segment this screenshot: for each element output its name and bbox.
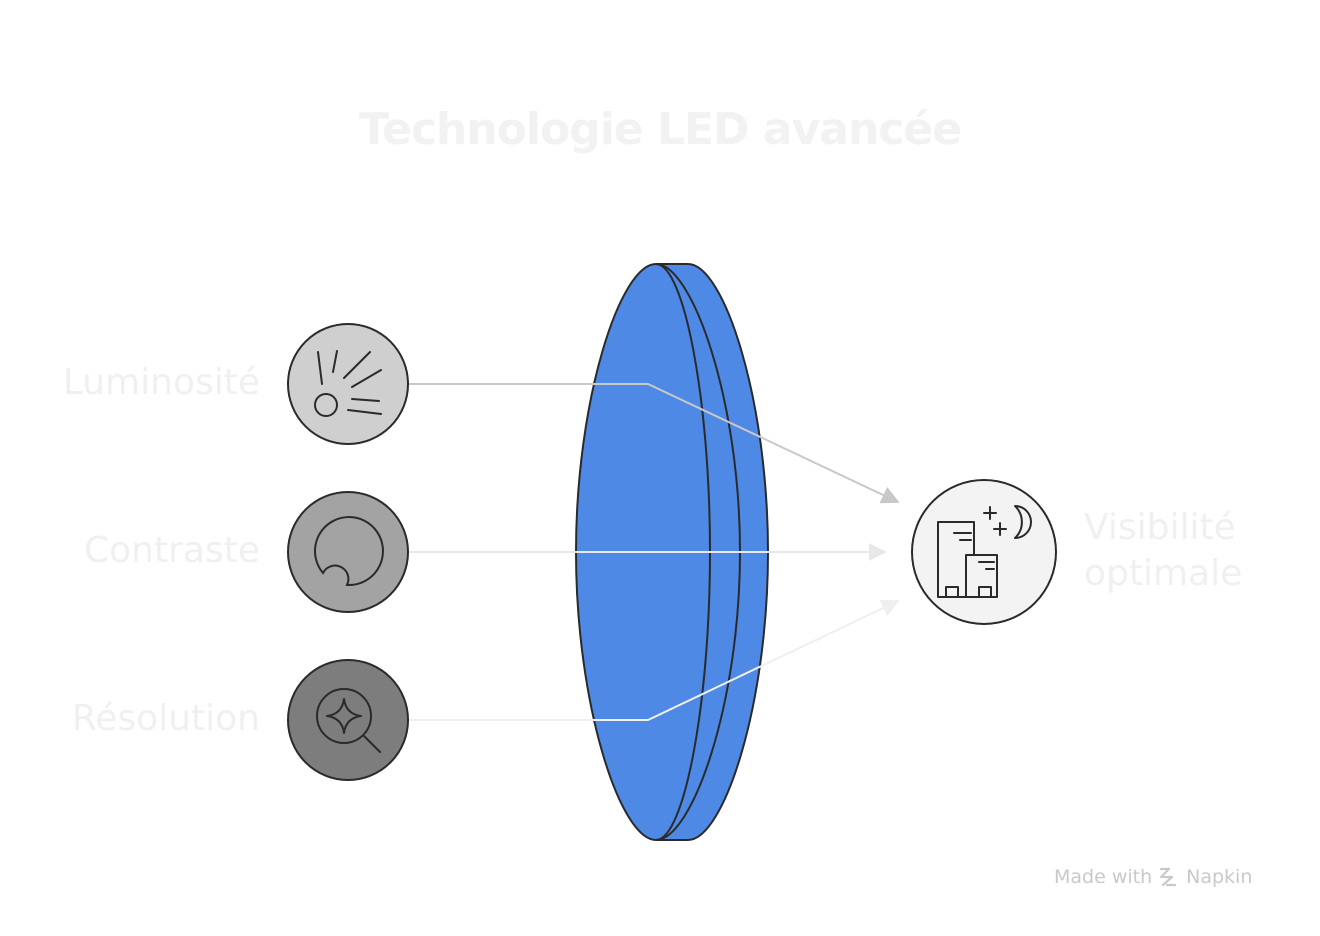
- sun-rays-icon: [314, 350, 382, 417]
- node-contraste: [287, 491, 409, 613]
- node-luminosite: [287, 323, 409, 445]
- output-node-circle: [911, 479, 1057, 625]
- watermark-brand: Napkin: [1186, 866, 1253, 888]
- label-luminosite: Luminosité: [62, 362, 260, 403]
- watermark-prefix: Made with: [1054, 866, 1153, 888]
- output-label-line2: optimale: [1084, 553, 1243, 594]
- connector-luminosite: [408, 383, 900, 504]
- node-luminosite-circle: [287, 323, 409, 445]
- napkin-logo-icon: [1160, 867, 1177, 887]
- label-visibilite-optimale: Visibilité optimale: [1084, 505, 1242, 597]
- connector-resolution: [408, 599, 900, 721]
- node-resolution: [287, 659, 409, 781]
- napkin-watermark: Made with Napkin: [1054, 866, 1252, 888]
- magnify-sparkle-icon: [316, 688, 381, 753]
- label-resolution: Résolution: [71, 698, 260, 739]
- output-label-line1: Visibilité: [1084, 507, 1236, 548]
- night-city-icon: [937, 505, 1032, 598]
- crescent-moon-icon: [313, 516, 384, 587]
- label-contraste: Contraste: [84, 530, 260, 571]
- diagram-title: Technologie LED avancée: [358, 104, 962, 155]
- node-resolution-circle: [287, 659, 409, 781]
- node-visibilite-optimale: [911, 479, 1057, 625]
- node-contraste-circle: [287, 491, 409, 613]
